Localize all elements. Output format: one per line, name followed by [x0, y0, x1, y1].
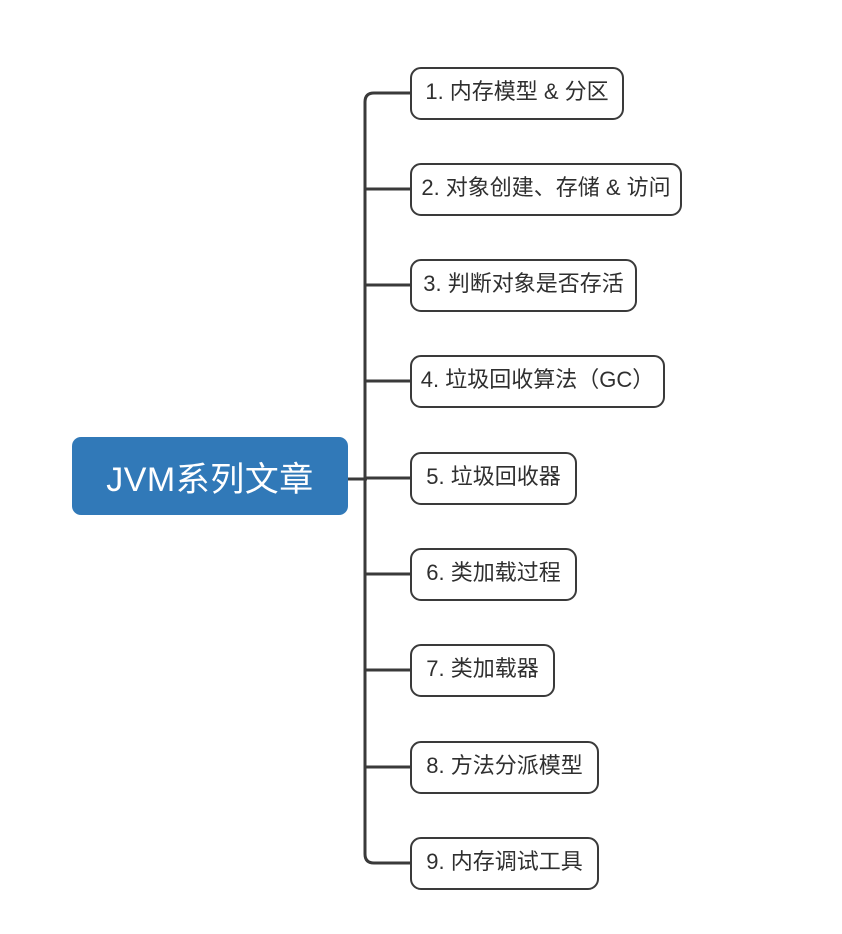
connector-branch-9 [363, 853, 410, 865]
root-node[interactable]: JVM系列文章 [72, 437, 348, 515]
branch-node-2[interactable]: 2. 对象创建、存储 & 访问 [410, 162, 682, 216]
branch-node-5-label: 5. 垃圾回收器 [426, 464, 561, 489]
branch-node-9-label: 9. 内存调试工具 [426, 849, 583, 874]
branch-node-2-label: 2. 对象创建、存储 & 访问 [421, 175, 671, 200]
branch-node-3-label: 3. 判断对象是否存活 [423, 271, 624, 296]
branch-node-5[interactable]: 5. 垃圾回收器 [410, 451, 577, 505]
branch-node-6[interactable]: 6. 类加载过程 [410, 547, 577, 601]
branch-node-8[interactable]: 8. 方法分派模型 [410, 740, 599, 794]
branch-node-6-label: 6. 类加载过程 [426, 560, 561, 585]
branch-node-7[interactable]: 7. 类加载器 [410, 643, 555, 697]
branch-node-1[interactable]: 1. 内存模型 & 分区 [410, 66, 624, 120]
root-node-label: JVM系列文章 [106, 460, 314, 499]
branch-node-8-label: 8. 方法分派模型 [426, 753, 583, 778]
branch-node-4-label: 4. 垃圾回收算法（GC） [420, 367, 655, 392]
branch-node-9[interactable]: 9. 内存调试工具 [410, 836, 599, 890]
connector-branch-1 [363, 91, 410, 103]
branch-node-1-label: 1. 内存模型 & 分区 [425, 79, 609, 104]
branch-node-3[interactable]: 3. 判断对象是否存活 [410, 258, 637, 312]
branch-node-7-label: 7. 类加载器 [426, 656, 539, 681]
branch-node-4[interactable]: 4. 垃圾回收算法（GC） [410, 354, 665, 408]
